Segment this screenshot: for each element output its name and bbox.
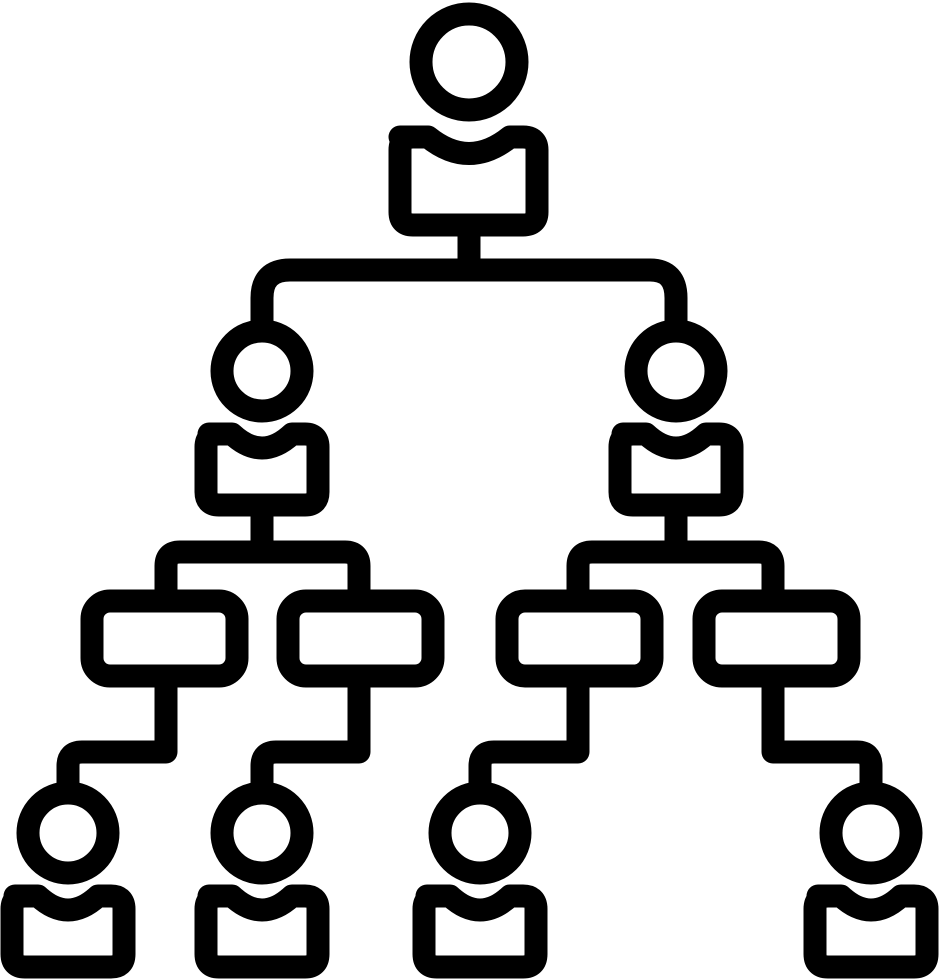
manager-right-person-icon xyxy=(608,319,744,517)
bottom-person-3-icon xyxy=(412,781,548,979)
manager-left-person-icon xyxy=(194,319,330,517)
bottom-person-1-icon xyxy=(0,781,136,979)
team-box-3-connector-line xyxy=(468,664,590,802)
root-person-icon xyxy=(388,2,549,237)
team-box-1-connector-line xyxy=(56,664,178,802)
team-box-2-connector-line xyxy=(250,664,371,802)
manager-left-connector-line xyxy=(154,493,371,610)
team-box-4 xyxy=(692,589,861,688)
root-connector-line xyxy=(250,213,688,340)
manager-right-connector-line xyxy=(566,493,785,610)
team-box-4-connector-line xyxy=(761,664,883,802)
bottom-person-2-icon xyxy=(194,781,330,979)
bottom-person-4-icon xyxy=(803,781,939,979)
